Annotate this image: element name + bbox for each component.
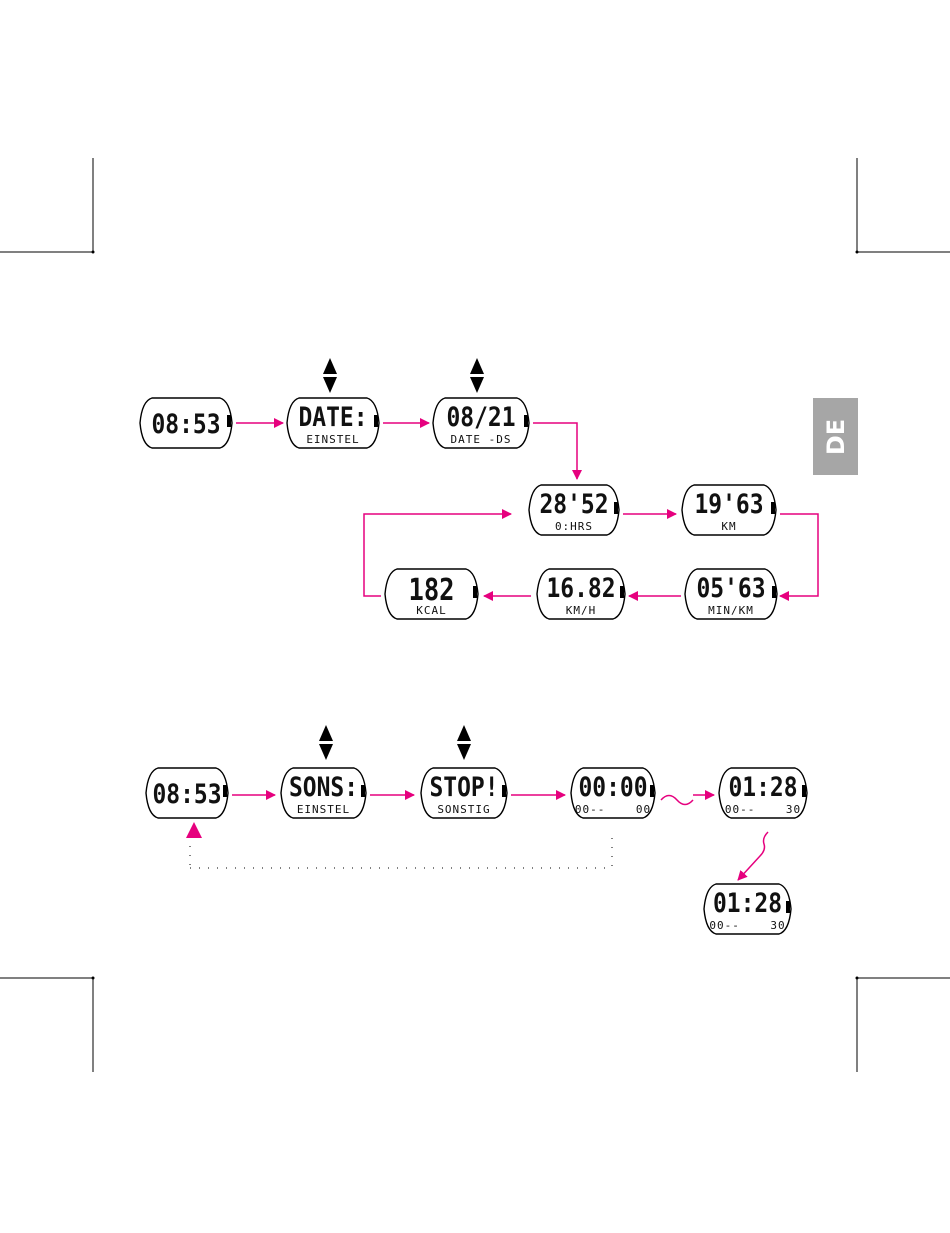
display-main-value: 08/21 — [439, 402, 524, 433]
display-sub-label: EINSTEL — [285, 433, 381, 446]
watch-display-time-1: 08:53 — [138, 397, 234, 449]
up-arrow-icon — [186, 822, 202, 838]
display-sub-label: 00-- 30 — [717, 803, 809, 816]
display-main-value: 28'52 — [534, 489, 614, 520]
display-sub-label: EINSTEL — [279, 803, 368, 816]
watch-display-date-setting: DATE:EINSTEL — [285, 397, 381, 449]
display-main-value: 182 — [390, 573, 472, 608]
display-main-value: STOP! — [426, 772, 503, 803]
display-main-value: 00:00 — [576, 772, 651, 803]
display-sub-label: 0:HRS — [527, 520, 621, 533]
display-main-value: 08:53 — [150, 779, 223, 810]
display-sub-label: MIN/KM — [683, 604, 779, 617]
display-main-value: 01:28 — [724, 772, 802, 803]
display-main-value: 19'63 — [687, 489, 770, 520]
display-sub-label: 00-- 00 — [569, 803, 657, 816]
display-main-value: 05'63 — [690, 573, 772, 604]
display-main-value: SONS: — [286, 772, 362, 803]
display-sub-label: 00-- 30 — [702, 919, 793, 932]
watch-display-stop-setting: STOP!SONSTIG — [419, 767, 509, 819]
watch-display-sounds-setting: SONS:EINSTEL — [279, 767, 368, 819]
display-sub-label: SONSTIG — [419, 803, 509, 816]
display-sub-label: KCAL — [383, 604, 480, 617]
dotted-return-lines — [190, 838, 612, 868]
display-main-value: DATE: — [292, 402, 374, 433]
language-tab-label: DE — [822, 418, 850, 454]
language-tab: DE — [813, 398, 858, 475]
display-main-value: 01:28 — [709, 888, 786, 919]
display-main-value: 08:53 — [145, 409, 227, 440]
display-sub-label: KM — [680, 520, 778, 533]
display-sub-label: DATE -DS — [431, 433, 531, 446]
display-sub-label: KM/H — [535, 604, 627, 617]
display-main-value: 16.82 — [542, 573, 620, 604]
watch-display-time-2: 08:53 — [144, 767, 230, 819]
